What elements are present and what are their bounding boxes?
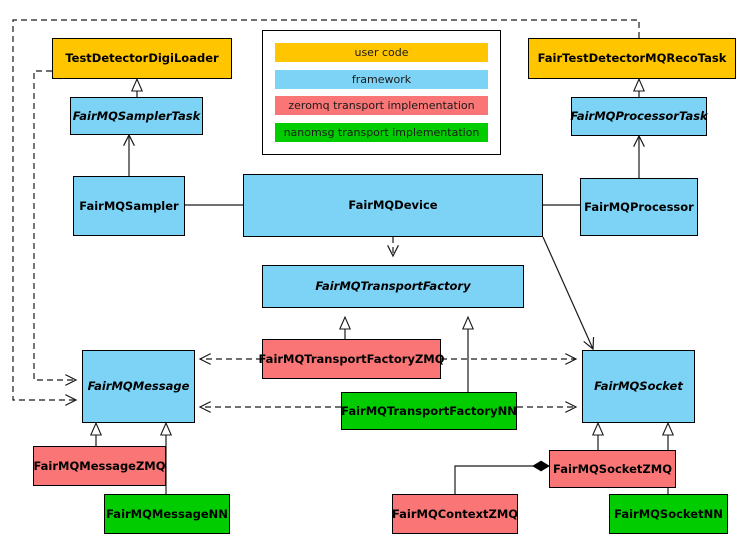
node-label: FairMQSocketNN bbox=[614, 506, 723, 521]
node-label: TestDetectorDigiLoader bbox=[65, 51, 219, 66]
node-fairmq-message-nn[interactable]: FairMQMessageNN bbox=[104, 494, 230, 534]
node-fairmq-message[interactable]: FairMQMessage bbox=[82, 350, 195, 423]
node-fairmq-context-zmq[interactable]: FairMQContextZMQ bbox=[392, 494, 518, 534]
node-label: FairMQSamplerTask bbox=[72, 108, 201, 123]
node-fairmq-socket[interactable]: FairMQSocket bbox=[582, 350, 695, 423]
node-label: FairMQProcessor bbox=[584, 199, 694, 214]
legend-label: framework bbox=[351, 72, 412, 86]
node-fairmq-processor-task[interactable]: FairMQProcessorTask bbox=[570, 97, 708, 136]
node-fairmq-sampler[interactable]: FairMQSampler bbox=[73, 176, 185, 236]
node-fairmq-sampler-task[interactable]: FairMQSamplerTask bbox=[70, 97, 203, 135]
node-fairmq-message-zmq[interactable]: FairMQMessageZMQ bbox=[33, 446, 166, 486]
node-label: FairMQSocketZMQ bbox=[553, 461, 672, 476]
legend-row-nanomsg: nanomsg transport implementation bbox=[275, 123, 488, 143]
node-fairmq-transport-factory[interactable]: FairMQTransportFactory bbox=[262, 265, 524, 308]
node-label: FairMQTransportFactory bbox=[315, 279, 471, 294]
node-test-detector-digi-loader[interactable]: TestDetectorDigiLoader bbox=[52, 38, 232, 79]
legend-row-user-code: user code bbox=[275, 42, 488, 62]
node-label: FairMQMessage bbox=[87, 379, 190, 394]
node-label: FairMQProcessorTask bbox=[570, 109, 708, 124]
legend-label: user code bbox=[354, 45, 409, 59]
edge-device-to-socket bbox=[542, 236, 595, 351]
node-fairmq-processor[interactable]: FairMQProcessor bbox=[580, 178, 698, 236]
node-fairmq-transport-factory-nn[interactable]: FairMQTransportFactoryNN bbox=[341, 392, 517, 430]
node-label: FairMQTransportFactoryZMQ bbox=[258, 351, 445, 366]
legend-label: nanomsg transport implementation bbox=[283, 126, 480, 140]
node-label: FairMQSocket bbox=[594, 379, 683, 394]
node-fair-test-detector-mq-reco-task[interactable]: FairTestDetectorMQRecoTask bbox=[528, 38, 736, 79]
edge-socketzmq-composition-contextzmq bbox=[454, 466, 549, 494]
legend-row-zeromq: zeromq transport implementation bbox=[275, 96, 488, 116]
node-fairmq-socket-nn[interactable]: FairMQSocketNN bbox=[609, 494, 728, 534]
legend-label: zeromq transport implementation bbox=[288, 99, 475, 113]
node-label: FairMQContextZMQ bbox=[391, 506, 519, 521]
node-fairmq-device[interactable]: FairMQDevice bbox=[243, 174, 543, 237]
node-label: FairMQMessageNN bbox=[106, 506, 228, 521]
node-fairmq-transport-factory-zmq[interactable]: FairMQTransportFactoryZMQ bbox=[259, 339, 445, 379]
node-label: FairMQTransportFactoryNN bbox=[341, 403, 517, 418]
legend-row-framework: framework bbox=[275, 69, 488, 89]
node-label: FairTestDetectorMQRecoTask bbox=[537, 51, 727, 66]
node-label: FairMQMessageZMQ bbox=[33, 458, 166, 473]
node-fairmq-socket-zmq[interactable]: FairMQSocketZMQ bbox=[549, 450, 676, 488]
node-label: FairMQSampler bbox=[79, 198, 179, 213]
legend: user code framework zeromq transport imp… bbox=[262, 30, 501, 155]
node-label: FairMQDevice bbox=[348, 198, 438, 213]
